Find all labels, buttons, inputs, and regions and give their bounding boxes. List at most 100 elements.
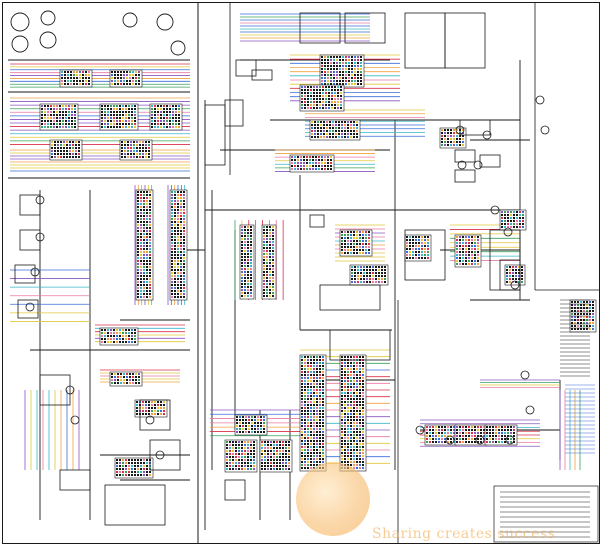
- connector-pin: [272, 262, 274, 264]
- connector-pin: [359, 440, 361, 442]
- connector-pin: [47, 126, 49, 128]
- connector-pin: [341, 392, 343, 394]
- connector-pin: [171, 200, 173, 202]
- connector-pin: [56, 120, 58, 122]
- connector-pin: [143, 293, 145, 295]
- connector-pin: [316, 434, 318, 436]
- connector-pin: [468, 239, 470, 241]
- connector-pin: [137, 239, 139, 241]
- connector-pin: [347, 395, 349, 397]
- connector-pin: [522, 226, 524, 228]
- connector-pin: [344, 410, 346, 412]
- connector-pin: [72, 150, 74, 152]
- connector-pin: [138, 379, 140, 381]
- connector-pin: [140, 191, 142, 193]
- connector-pin: [304, 107, 306, 109]
- connector-pin: [169, 120, 171, 122]
- connector-pin: [247, 292, 249, 294]
- connector-pin: [247, 468, 249, 470]
- connector-pin: [409, 251, 411, 253]
- connector-pin: [247, 459, 249, 461]
- connector-pin: [438, 441, 440, 443]
- connector-pin: [174, 257, 176, 259]
- connector-pin: [415, 242, 417, 244]
- connector-pin: [356, 127, 358, 129]
- connector-pin: [260, 416, 262, 418]
- connector-pin: [359, 407, 361, 409]
- connector-pin: [180, 233, 182, 235]
- connector-pin: [266, 292, 268, 294]
- connector-pin: [146, 263, 148, 265]
- connector-pin: [54, 147, 56, 149]
- connector-pin: [322, 452, 324, 454]
- connector-pin: [334, 95, 336, 97]
- connector-pin: [177, 245, 179, 247]
- connector-pin: [341, 422, 343, 424]
- connector-pin: [248, 422, 250, 424]
- connector-pin: [444, 438, 446, 440]
- connector-pin: [313, 425, 315, 427]
- connector-pin: [354, 68, 356, 70]
- connector-pin: [177, 296, 179, 298]
- connector-pin: [54, 153, 56, 155]
- connector-pin: [471, 432, 473, 434]
- connector-pin: [82, 77, 84, 79]
- connector-pin: [359, 410, 361, 412]
- connector-pin: [63, 156, 65, 158]
- connector-pin: [316, 95, 318, 97]
- connector-pin: [510, 217, 512, 219]
- connector-pin: [145, 407, 147, 409]
- connector-pin: [68, 123, 70, 125]
- watermark-tagline: Sharing creates success: [372, 526, 556, 542]
- connector-pin: [273, 468, 275, 470]
- connector-pin: [332, 121, 334, 123]
- connector-pin: [307, 425, 309, 427]
- connector-pin: [68, 114, 70, 116]
- connector-pin: [122, 465, 124, 467]
- connector-pin: [250, 247, 252, 249]
- connector-pin: [183, 251, 185, 253]
- connector-pin: [82, 71, 84, 73]
- connector-pin: [316, 362, 318, 364]
- connector-pin: [344, 419, 346, 421]
- connector-pin: [307, 428, 309, 430]
- connector-pin: [317, 133, 319, 135]
- connector-pin: [235, 447, 237, 449]
- connector-pin: [304, 92, 306, 94]
- connector-pin: [273, 453, 275, 455]
- connector-pin: [69, 147, 71, 149]
- connector-pin: [128, 120, 130, 122]
- connector-pin: [341, 395, 343, 397]
- connector-pin: [351, 65, 353, 67]
- connector-pin: [456, 248, 458, 250]
- connector-pin: [310, 383, 312, 385]
- connector-pin: [447, 135, 449, 137]
- connector-pin: [110, 117, 112, 119]
- connector-pin: [169, 117, 171, 119]
- connector-pin: [344, 395, 346, 397]
- connector-pin: [270, 444, 272, 446]
- connector-pin: [350, 449, 352, 451]
- connector-pin: [177, 287, 179, 289]
- connector-pin: [272, 280, 274, 282]
- connector-pin: [294, 162, 296, 164]
- connector-pin: [140, 245, 142, 247]
- connector-pin: [362, 413, 364, 415]
- connector-pin: [310, 365, 312, 367]
- connector-pin: [344, 416, 346, 418]
- connector-pin: [232, 468, 234, 470]
- connector-pin: [247, 280, 249, 282]
- connector-pin: [322, 398, 324, 400]
- connector-pin: [300, 168, 302, 170]
- connector-pin: [435, 429, 437, 431]
- connector-pin: [354, 59, 356, 61]
- connector-pin: [468, 438, 470, 440]
- connector-pin: [513, 217, 515, 219]
- connector-pin: [471, 441, 473, 443]
- connector-pin: [356, 374, 358, 376]
- connector-pin: [331, 92, 333, 94]
- connector-pin: [350, 413, 352, 415]
- connector-pin: [322, 443, 324, 445]
- connector-pin: [139, 153, 141, 155]
- connector-pin: [504, 438, 506, 440]
